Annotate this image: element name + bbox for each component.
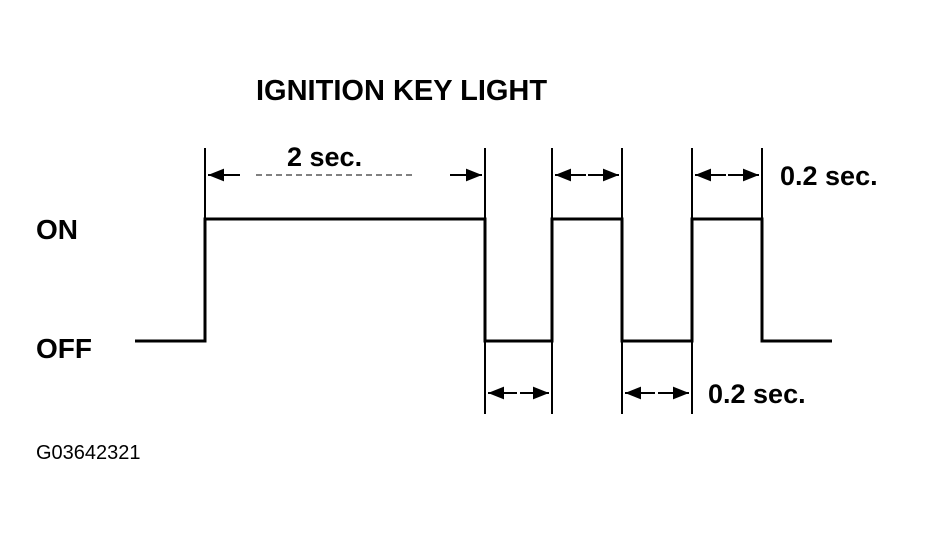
duration-2-sec-label: 2 sec. [287,142,362,172]
figure-reference: G03642321 [36,442,141,464]
top-extension-lines [204,148,763,219]
duration-top-0-2-sec-label: 0.2 sec. [780,161,878,191]
bottom-extension-lines [484,341,693,414]
diagram-title: IGNITION KEY LIGHT [256,75,547,107]
ignition-key-light-waveform [135,217,832,343]
state-on-label: ON [36,214,78,245]
state-off-label: OFF [36,333,92,364]
duration-bottom-0-2-sec-label: 0.2 sec. [708,379,806,409]
